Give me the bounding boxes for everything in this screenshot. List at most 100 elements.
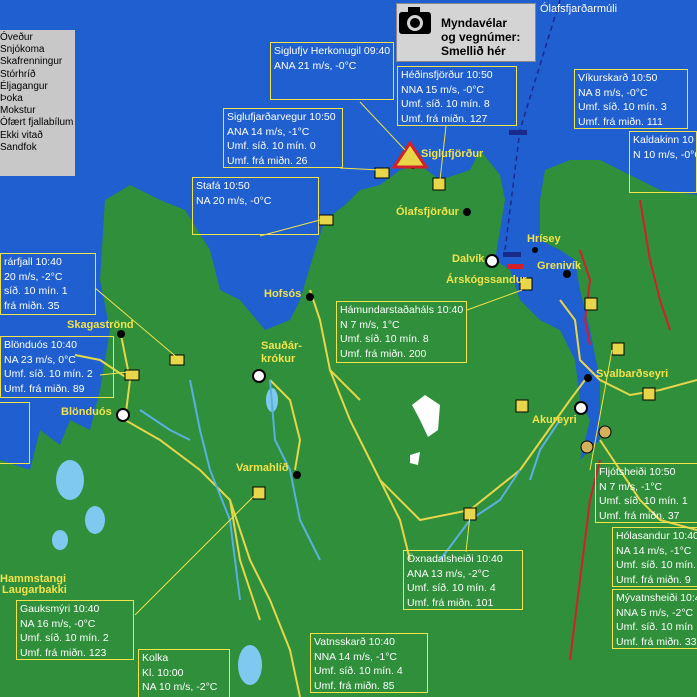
label-connectors <box>94 101 613 616</box>
station-traffic-10min: Umf. síð. 10 mín. 1 <box>599 495 688 507</box>
camera-line-1: Myndavélar <box>441 16 508 30</box>
road-sign-icon-2 <box>432 177 446 191</box>
station-traffic-10min: Umf. síð. 10 mín. 3 <box>578 101 667 113</box>
town-label-hofsos: Hofsós <box>264 288 302 300</box>
town-label-olafsfjordur: Ólafsfjörður <box>396 206 459 218</box>
station-wind: NA 10 m/s, -2°C <box>142 681 218 693</box>
station-traffic-midnight: Umf. frá miðn. 123 <box>20 646 107 659</box>
station-traffic-10min: Umf. síð. 10 mín. 2 <box>20 632 109 644</box>
station-thverarfjall[interactable]: rárfjall 10:40 20 m/s, -2°C síð. 10 mín.… <box>0 253 96 315</box>
station-wind: NA 14 m/s, -1°C <box>616 544 692 557</box>
camera-link-text: Myndavélar og vegnúmer: Smellið hér <box>441 16 520 58</box>
town-label-svalbardseyri: Svalbarðseyri <box>596 368 669 380</box>
station-vatnsskard[interactable]: Vatnsskarð 10:40 NNA 14 m/s, -1°C Umf. s… <box>310 633 428 693</box>
road-sign-icon-3 <box>318 214 334 226</box>
station-kolka[interactable]: Kolka Kl. 10:00 NA 10 m/s, -2°C <box>138 649 230 697</box>
town-dot-varmahlid <box>293 471 301 479</box>
station-oxnadalsheidi[interactable]: Öxnadalsheiði 10:40 ANA 13 m/s, -2°C Umf… <box>403 550 523 610</box>
legend-item: Sandfok <box>0 141 37 153</box>
station-traffic-midnight: Umf. frá miðn. 9 <box>616 573 691 586</box>
station-wind: NA 16 m/s, -0°C <box>20 617 96 630</box>
station-traffic-10min: Umf. síð. 10 mín. 8 <box>340 333 429 345</box>
road-sign-icon-10 <box>584 297 598 311</box>
station-traffic-10min: Umf. síð. 10 mín. 0 <box>227 140 316 152</box>
town-dot-svalbardseyri <box>584 374 592 382</box>
station-traffic-10min: Umf. síð. 10 mín. 4 <box>407 582 496 594</box>
camera-icon <box>399 7 431 34</box>
station-traffic-midnight: Umf. frá miðn. 127 <box>401 112 488 125</box>
station-siglufjv-herkonugil[interactable]: Siglufjv Herkonugil 09:40 ANA 21 m/s, -0… <box>270 42 394 100</box>
station-wind: N 10 m/s, -0°C <box>633 148 697 161</box>
land-trollaskagi <box>300 190 495 300</box>
legend-item: Óveður <box>0 32 33 43</box>
road-sign-icons <box>124 167 656 521</box>
station-blonduos[interactable]: Blönduós 10:40 NA 23 m/s, 0°C Umf. síð. … <box>0 336 114 398</box>
roads-yellow <box>74 289 697 697</box>
camera-line-2: og vegnúmer: <box>441 30 521 44</box>
station-wind: NNA 5 m/s, -2°C <box>616 606 694 619</box>
legend-item: Éljagangur <box>0 80 48 92</box>
road-sign-icon-7 <box>463 507 477 521</box>
station-wind: ANA 13 m/s, -2°C <box>407 567 490 580</box>
town-markers <box>116 161 592 479</box>
station-wind: ANA 21 m/s, -0°C <box>274 59 357 72</box>
station-wind: NNA 14 m/s, -1°C <box>314 650 397 663</box>
station-fljotsheidi[interactable]: Fljótsheiði 10:50 N 7 m/s, -1°C Umf. síð… <box>595 463 697 523</box>
town-dot-blonduos <box>116 408 130 422</box>
station-name: Siglufjarðarvegur 10:50 <box>227 111 336 123</box>
town-label-akureyri: Akureyri <box>532 414 577 426</box>
legend-item: Ekki vitað <box>0 129 43 141</box>
camera-link-button[interactable]: Myndavélar og vegnúmer: Smellið hér <box>396 3 536 62</box>
glacier-2 <box>410 452 420 465</box>
station-traffic-midnight: Umf. frá miðn. 26 <box>227 154 308 167</box>
lake-4 <box>238 645 262 685</box>
lake-2 <box>85 506 105 534</box>
town-dot-skagastrond <box>117 330 125 338</box>
station-wind: NA 23 m/s, 0°C <box>4 353 76 366</box>
station-kaldakinn[interactable]: Kaldakinn 10 N 10 m/s, -0°C <box>629 131 697 193</box>
town-label-grenivik: Grenivík <box>537 260 582 272</box>
station-traffic-midnight: Umf. frá miðn. 101 <box>407 596 494 609</box>
town-label-dalvik: Dalvík <box>452 253 485 265</box>
station-name: rárfjall 10:40 <box>4 256 62 268</box>
town-label-varmahlid: Varmahlíð <box>236 462 289 474</box>
station-gauksmyri[interactable]: Gauksmýri 10:40 NA 16 m/s, -0°C Umf. síð… <box>16 600 134 660</box>
station-name: Hámundarstaðaháls 10:40 <box>340 304 464 316</box>
station-traffic-10min: Umf. síð. 10 mín <box>616 621 694 633</box>
station-holasandur[interactable]: Hólasandur 10:40 NA 14 m/s, -1°C Umf. sí… <box>612 527 697 587</box>
station-vikurskard[interactable]: Víkurskarð 10:50 NA 8 m/s, -0°C Umf. síð… <box>574 69 688 129</box>
ferry-icons <box>503 130 527 269</box>
station-traffic-midnight: Umf. frá miðn. 85 <box>314 679 395 692</box>
station-hamundarstadahals[interactable]: Hámundarstaðaháls 10:40 N 7 m/s, 1°C Umf… <box>336 301 467 363</box>
station-myvatnsheidi[interactable]: Mývatnsheiði 10:4 NNA 5 m/s, -2°C Umf. s… <box>612 589 697 649</box>
station-traffic-10min: Umf. síð. 10 mín. 4 <box>314 665 403 677</box>
station-siglufjardarvegur[interactable]: Siglufjarðarvegur 10:50 ANA 14 m/s, -1°C… <box>223 108 343 168</box>
station-name: Blönduós 10:40 <box>4 339 77 351</box>
station-traffic-10min: Umf. síð. 10 mín. 8 <box>401 98 490 110</box>
road-sign-icon-5 <box>124 369 140 381</box>
station-name: Víkurskarð 10:50 <box>578 72 658 84</box>
station-name: Siglufjv Herkonugil 09:40 <box>274 45 391 57</box>
road-sign-icon-1 <box>374 167 390 179</box>
station-stafa[interactable]: Stafá 10:50 NA 20 m/s, -0°C <box>192 177 319 235</box>
station-wind: NA 8 m/s, -0°C <box>578 86 648 99</box>
road-sign-icon-4 <box>169 354 185 366</box>
town-label-arskogssandur: Árskógssandur <box>446 274 527 286</box>
legend-item: Ófært fjallabílum <box>0 117 74 129</box>
station-partial-left[interactable] <box>0 402 30 464</box>
place-olafsfjardarmuli: Ólafsfjarðarmúli <box>540 3 618 15</box>
station-traffic-10min: Umf. síð. 10 mín. 2 <box>616 559 697 571</box>
station-hedinsfjordur[interactable]: Héðinsfjörður 10:50 NNA 15 m/s, -0°C Umf… <box>397 66 517 126</box>
town-dot-saudarkrokur <box>252 369 266 383</box>
town-label-hrisey: Hrísey <box>527 233 561 245</box>
station-traffic-10min: Umf. síð. 10 mín. 2 <box>4 368 93 380</box>
road-sign-icon-6 <box>252 486 266 500</box>
station-traffic-midnight: frá miðn. 35 <box>4 299 60 312</box>
station-wind: N 7 m/s, 1°C <box>340 318 400 331</box>
town-dot-hofsos <box>306 293 314 301</box>
station-wind: 20 m/s, -2°C <box>4 270 63 283</box>
station-wind: NNA 15 m/s, -0°C <box>401 83 484 96</box>
town-label-blonduos: Blönduós <box>61 406 112 418</box>
station-name: Kolka <box>142 652 169 664</box>
warning-triangle-icon[interactable] <box>391 140 429 169</box>
